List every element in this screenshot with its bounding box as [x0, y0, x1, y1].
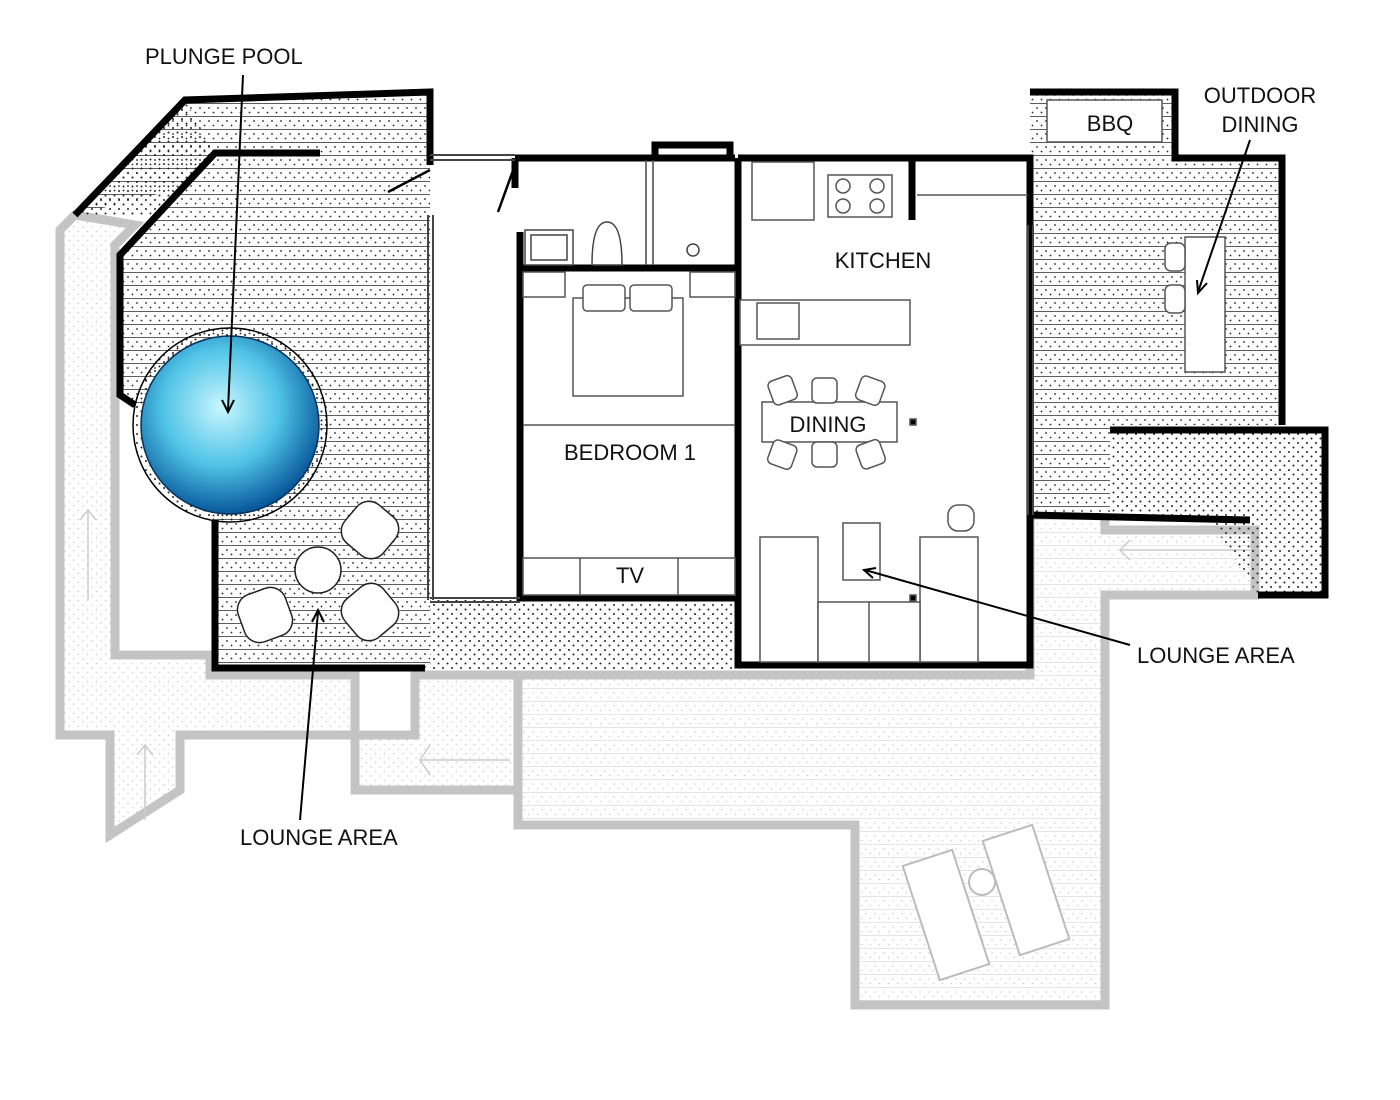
label-kitchen: KITCHEN	[835, 248, 932, 273]
outdoor-dining-deck	[1030, 92, 1282, 515]
windows	[427, 154, 1034, 603]
doors	[387, 164, 517, 213]
lower-left-deck	[55, 210, 523, 844]
label-lounge-area-right: LOUNGE AREA	[1137, 643, 1295, 668]
plunge-pool	[140, 335, 320, 515]
lounge-furniture	[759, 504, 979, 663]
bathroom-fixtures	[524, 160, 700, 266]
kitchen-furniture	[739, 161, 1028, 471]
walls	[72, 88, 1329, 672]
deck-corridor	[430, 600, 740, 670]
coffee-table	[842, 522, 881, 581]
label-lounge-area-left: LOUNGE AREA	[240, 825, 398, 850]
outdoor-dining-furniture	[1046, 99, 1226, 373]
outdoor-lounge-set	[236, 500, 400, 644]
label-plunge-pool: PLUNGE POOL	[145, 44, 303, 69]
label-bedroom-1: BEDROOM 1	[564, 440, 696, 465]
toilet-icon	[591, 221, 623, 266]
side-table	[294, 546, 342, 594]
label-outdoor-dining-2: DINING	[1222, 112, 1299, 137]
label-bbq: BBQ	[1087, 111, 1133, 136]
stair-landing	[1110, 430, 1325, 595]
label-dining: DINING	[790, 412, 867, 437]
label-tv: TV	[616, 563, 644, 588]
bed	[572, 297, 684, 397]
sun-loungers	[901, 823, 1071, 982]
leader-lines	[221, 74, 1251, 821]
dining-table	[761, 401, 898, 443]
label-outdoor-dining-1: OUTDOOR	[1204, 83, 1316, 108]
tv-unit	[522, 557, 736, 596]
lower-stairs	[79, 508, 1250, 820]
bedroom-furniture	[522, 271, 736, 596]
bbq-unit	[1046, 99, 1163, 143]
